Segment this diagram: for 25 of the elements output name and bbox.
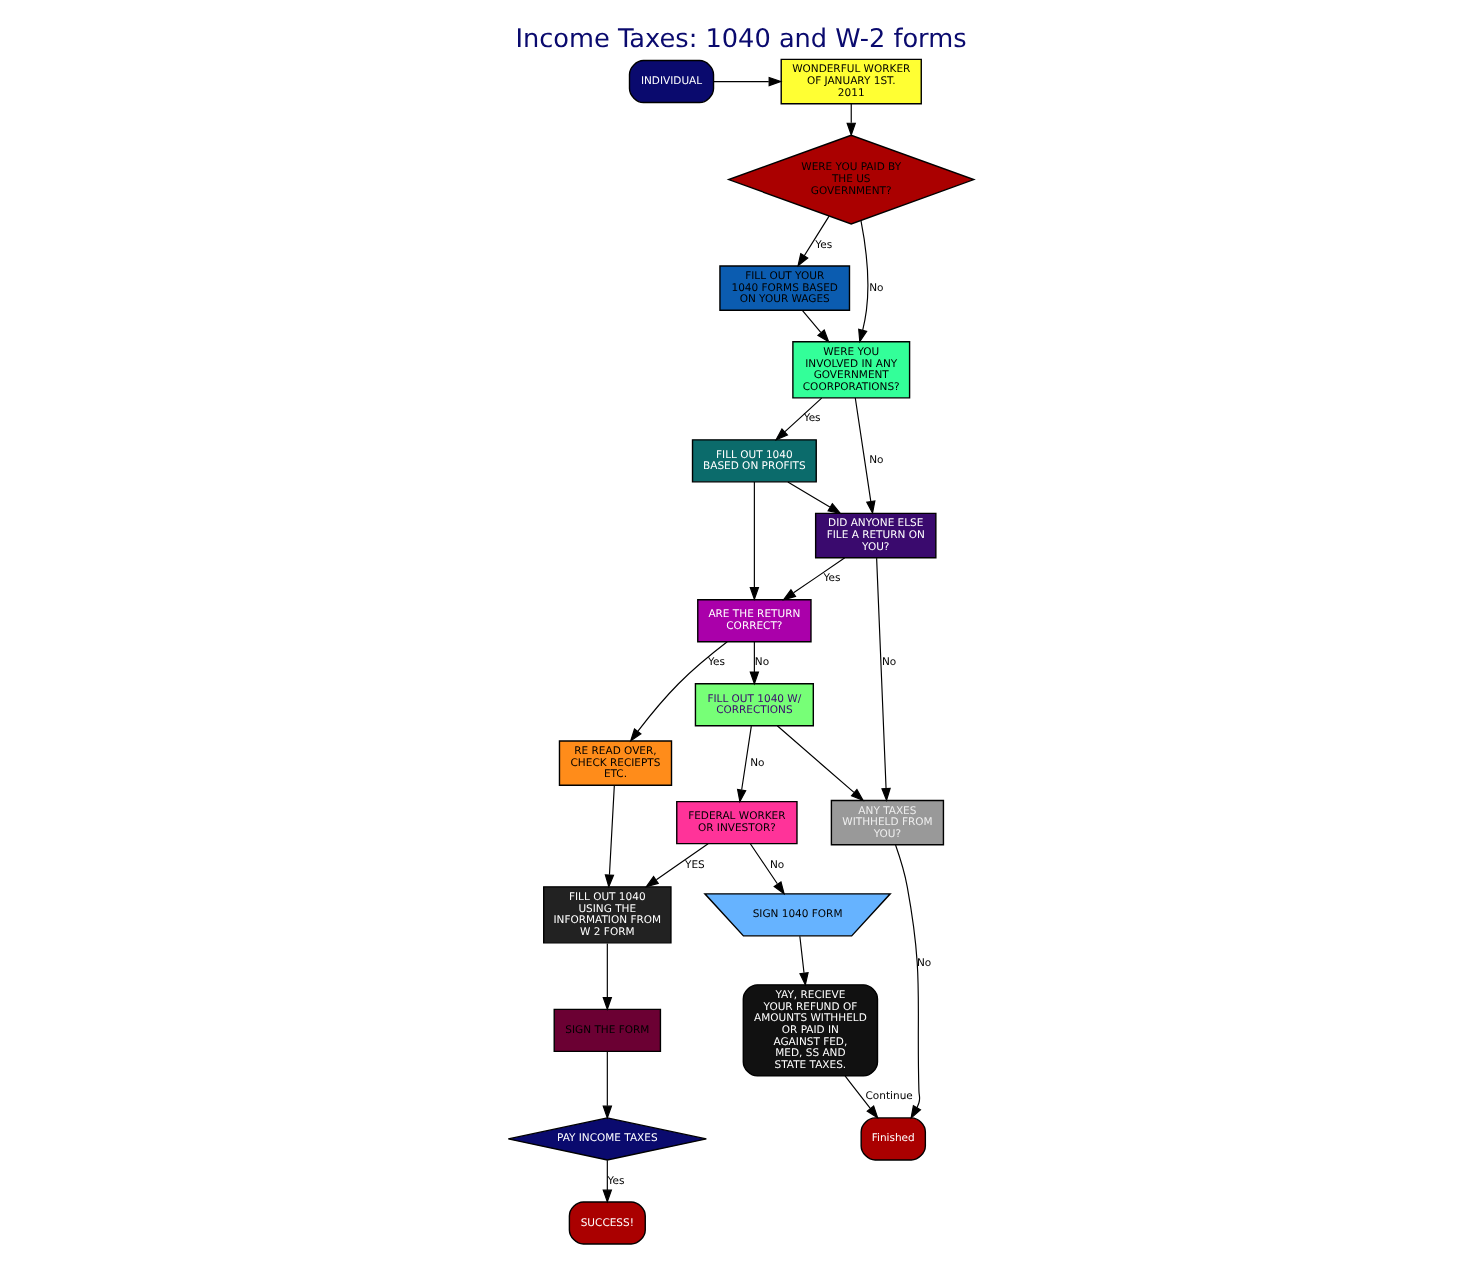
arrow	[845, 103, 856, 137]
arrow	[800, 309, 829, 343]
arrow	[775, 725, 864, 802]
arrow	[603, 784, 614, 889]
arrow	[712, 76, 782, 87]
arrow	[601, 1159, 612, 1204]
arrow	[643, 843, 708, 888]
arrow	[748, 843, 785, 896]
arrow	[853, 397, 875, 515]
arrow	[601, 942, 612, 1011]
arrow	[628, 641, 727, 743]
arrow	[735, 725, 751, 804]
arrow	[798, 935, 808, 987]
diagram-title: Income Taxes: 1040 and W-2 forms	[514, 25, 966, 56]
arrow	[875, 557, 890, 802]
arrow	[857, 219, 868, 344]
arrow	[893, 844, 921, 1120]
arrow	[781, 557, 845, 601]
arrow	[748, 481, 759, 602]
arrow	[773, 397, 822, 441]
arrow	[796, 215, 829, 268]
arrow	[786, 481, 841, 515]
arrow	[843, 1075, 878, 1120]
arrow	[601, 1050, 612, 1120]
arrow	[748, 641, 759, 686]
